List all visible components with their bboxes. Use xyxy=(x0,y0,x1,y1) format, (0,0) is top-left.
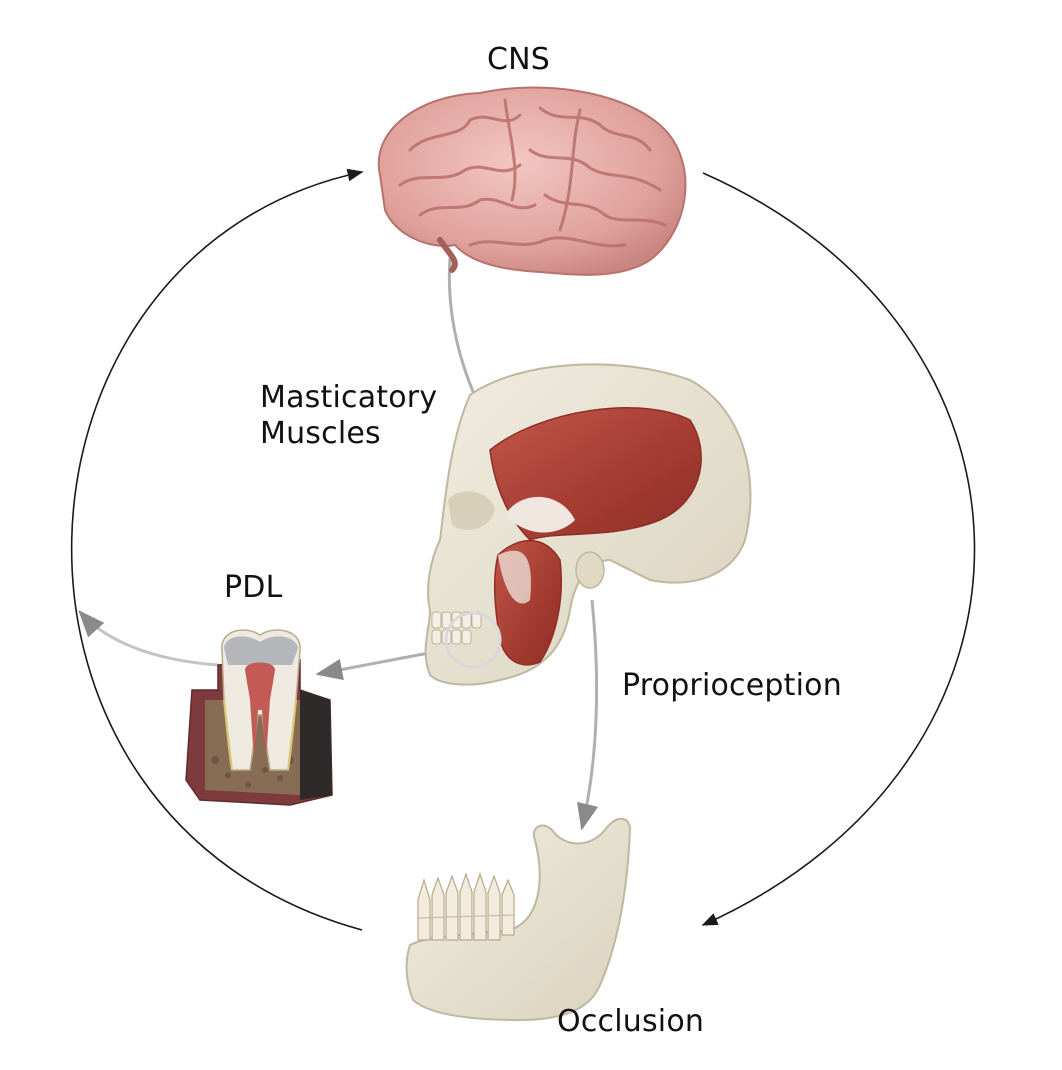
cycle-arrow-right xyxy=(701,172,976,926)
skull-with-masseter-illustration xyxy=(424,363,752,686)
arrow-pdl-to-cycle xyxy=(78,609,219,667)
arrow-proprioception-to-mandible xyxy=(577,599,599,831)
cns-label: CNS xyxy=(487,42,551,77)
proprioception-label: Proprioception xyxy=(622,668,842,703)
pdl-label: PDL xyxy=(224,570,283,605)
magnifier-circle xyxy=(444,611,502,669)
brain-illustration xyxy=(377,86,687,276)
masticatory-label-line1: Masticatory xyxy=(260,380,438,415)
masticatory-muscles-label: Masticatory Muscles xyxy=(260,380,437,452)
cycle-arrow-left xyxy=(70,168,364,931)
cycle-arrows xyxy=(70,168,976,931)
occlusion-label: Occlusion xyxy=(557,1004,705,1039)
masticatory-label-line2: Muscles xyxy=(260,416,381,451)
mandible-illustration xyxy=(405,817,632,1022)
tooth-cross-section-illustration xyxy=(185,629,333,806)
